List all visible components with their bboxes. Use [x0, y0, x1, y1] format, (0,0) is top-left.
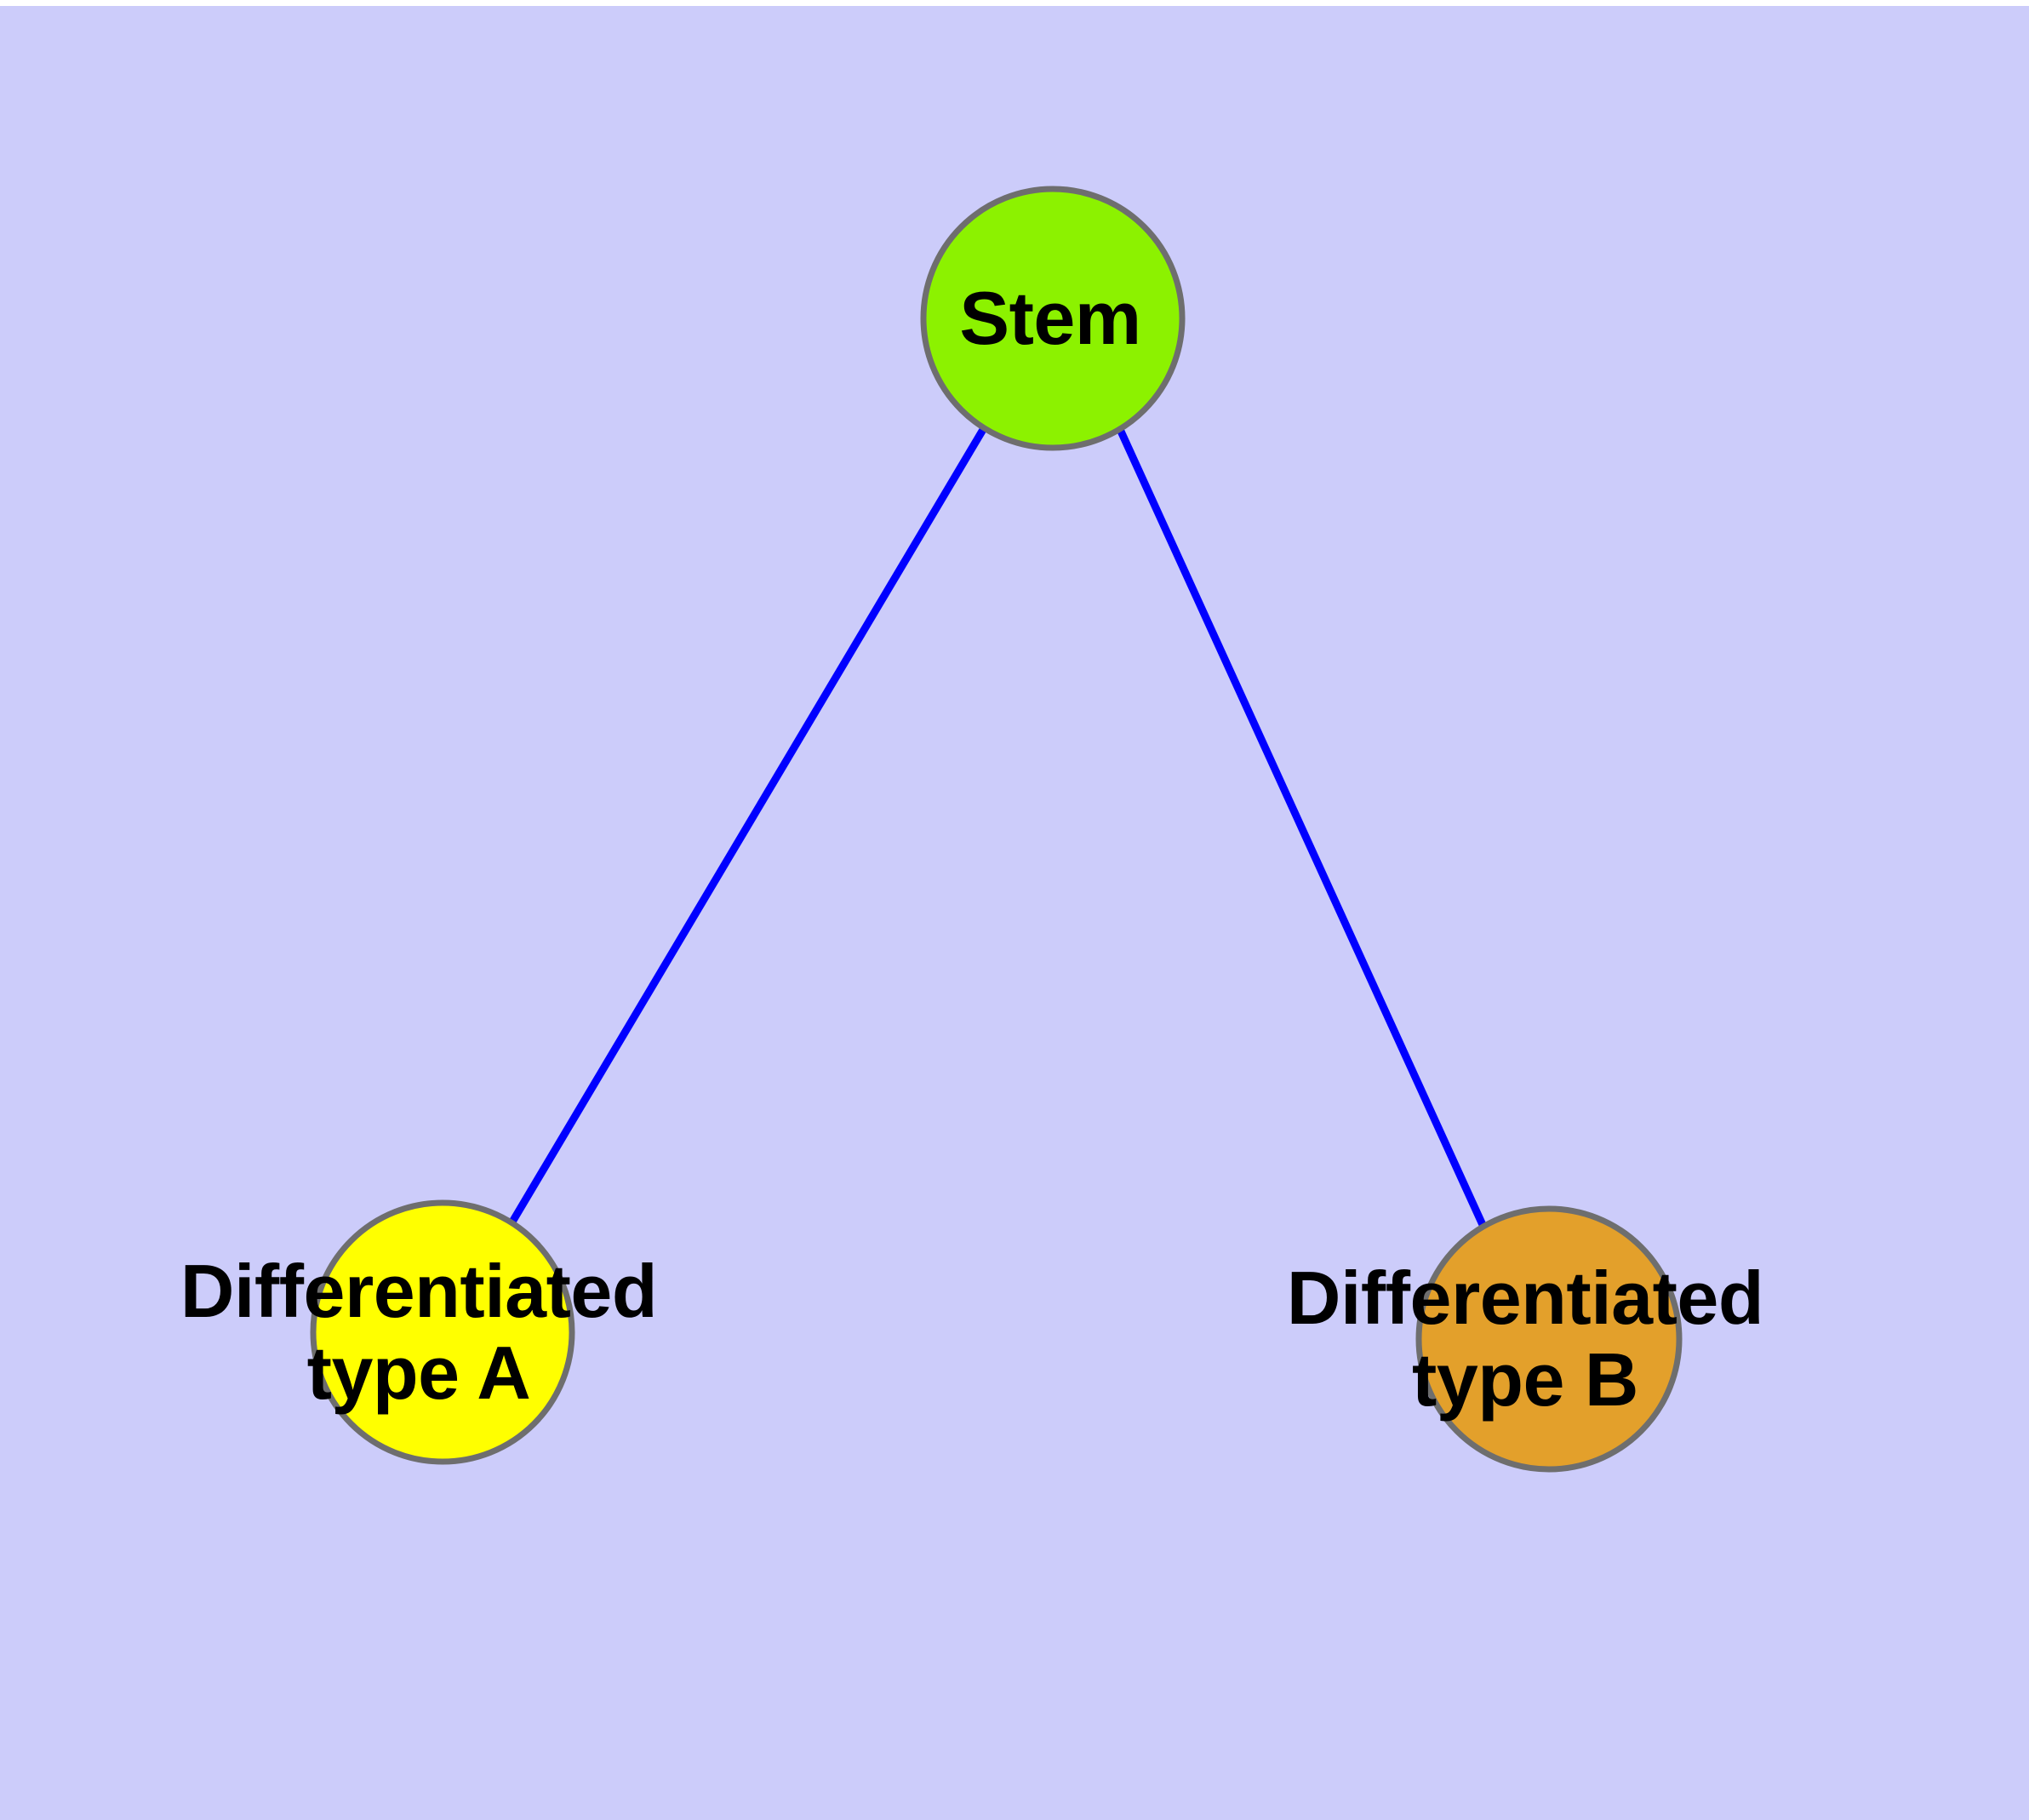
node-circle-differentiated-type-a[interactable] [310, 1199, 575, 1465]
canvas-top-margin-strip [0, 0, 2029, 6]
edge-stem-to-differentiated-type-a[interactable] [508, 426, 987, 1226]
node-circle-differentiated-type-b[interactable] [1415, 1205, 1683, 1473]
node-layer [310, 186, 1683, 1473]
edge-layer [508, 424, 1488, 1228]
node-circle-stem[interactable] [920, 186, 1186, 451]
edge-stem-to-differentiated-type-b[interactable] [1114, 424, 1488, 1228]
